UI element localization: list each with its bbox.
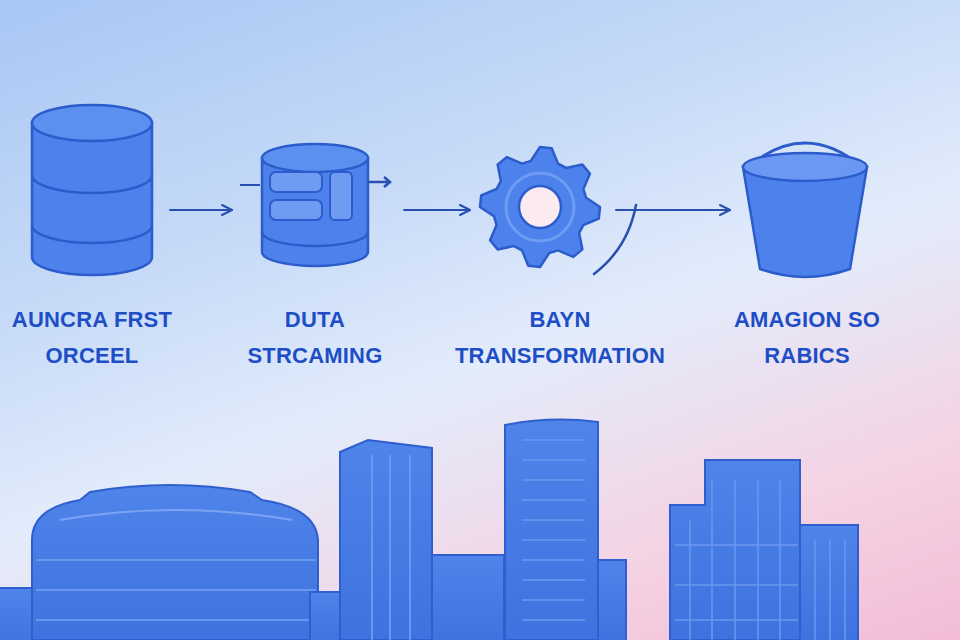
db2-icon (240, 140, 390, 268)
flow-arrow (404, 209, 470, 211)
pipeline-icon-node: BAYN TRANSFORMATION (478, 145, 602, 269)
stage-label: AUNCRA FRST ORCEEL (2, 302, 182, 374)
building (598, 560, 626, 640)
flow-arrow (170, 209, 232, 211)
flow-arrow (616, 209, 730, 211)
building (670, 460, 800, 640)
pipeline-icon-node: AMAGION SO RABICS (738, 143, 872, 281)
gear-icon (478, 145, 602, 269)
stage-label: DUTA STRCAMING (215, 302, 415, 374)
stage-label: BAYN TRANSFORMATION (438, 302, 683, 374)
pipeline-icon-node: DUTA STRCAMING (240, 140, 390, 268)
building (432, 555, 504, 640)
cyl-icon (28, 103, 156, 277)
building (800, 525, 858, 640)
building (32, 485, 318, 640)
pipeline-icon-node: AUNCRA FRST ORCEEL (28, 103, 156, 277)
stage-label: AMAGION SO RABICS (717, 302, 897, 374)
building (340, 440, 432, 640)
bucket-icon (738, 143, 872, 281)
buildings (0, 420, 858, 640)
building (505, 420, 598, 640)
